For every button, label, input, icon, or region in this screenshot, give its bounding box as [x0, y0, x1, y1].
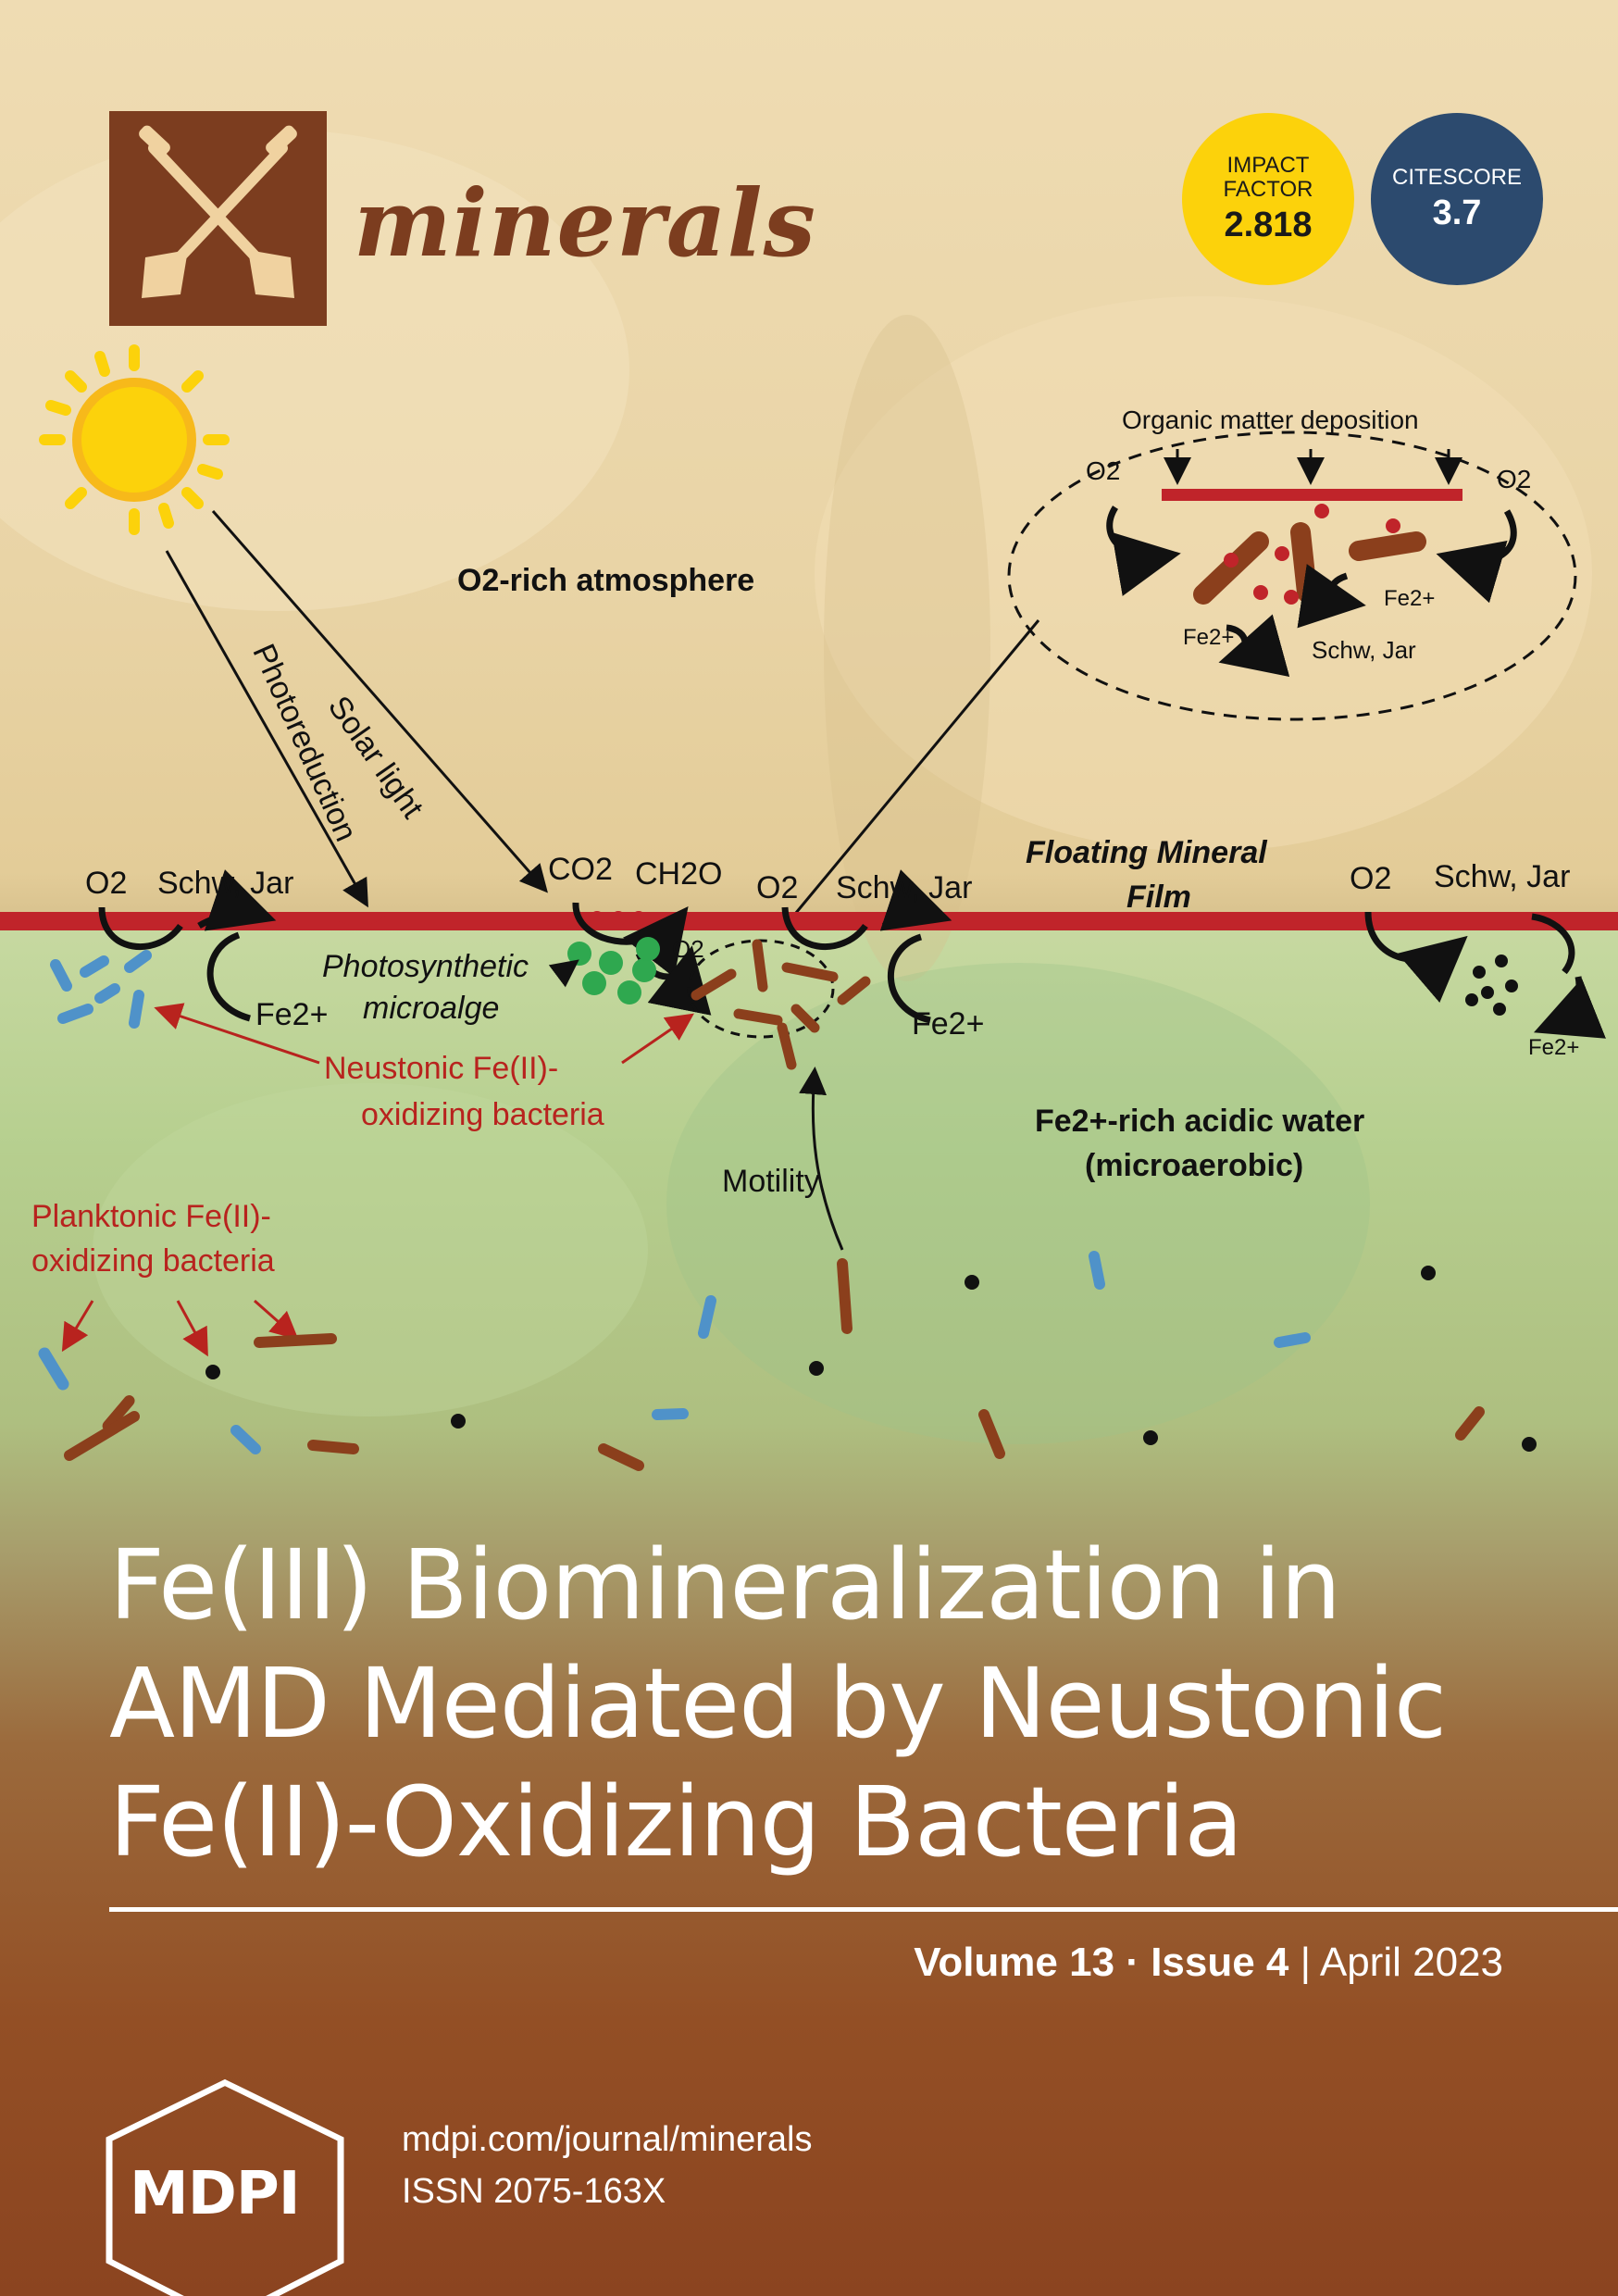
solar-light-arrow	[211, 510, 548, 893]
citescore-label: CITESCORE	[1391, 164, 1522, 190]
inset-film-bar	[1162, 449, 1462, 501]
inset-fe-right-label: Fe2+	[1384, 586, 1436, 611]
neustonic-arrow-right	[621, 1013, 694, 1065]
inset-cycle-arrows	[1106, 505, 1517, 677]
planktonic-bacteria	[38, 1251, 1485, 1471]
photoreduction-arrow	[165, 550, 368, 908]
issue-line: Volume 13 · Issue 4 | April 2023	[914, 1940, 1503, 1985]
ch2o-label: CH2O	[635, 856, 723, 892]
right-dark-particles	[1465, 955, 1518, 1016]
water-label-1: Fe2+-rich acidic water	[1035, 1104, 1365, 1139]
left-o2-arrow	[98, 906, 183, 950]
planktonic-label-2: oxidizing bacteria	[31, 1243, 275, 1279]
inset-mineral-particles	[1224, 504, 1400, 605]
journal-url[interactable]: mdpi.com/journal/minerals	[402, 2120, 813, 2159]
citescore-badge: CITESCORE 3.7	[1371, 113, 1543, 285]
mid-fe-label: Fe2+	[912, 1006, 985, 1042]
floating-film-label-1: Floating Mineral	[1026, 835, 1267, 870]
inset-connector-line	[785, 619, 1040, 925]
impact-factor-value: 2.818	[1224, 205, 1313, 244]
left-o2-label: O2	[85, 866, 128, 901]
neustonic-label-2: oxidizing bacteria	[361, 1097, 604, 1132]
right-fe-arrow	[1534, 976, 1606, 1039]
right-o2-label: O2	[1350, 861, 1392, 896]
citescore-value: 3.7	[1432, 193, 1482, 232]
motility-arrow	[799, 1067, 844, 1251]
title-line-1: Fe(III) Biomineralization in	[109, 1529, 1341, 1641]
neustonic-cluster-ellipse	[687, 939, 835, 1039]
sun-icon	[39, 344, 230, 535]
surface-mineral-particles	[590, 911, 646, 926]
planktonic-arrow-1	[61, 1300, 94, 1353]
title-divider	[109, 1907, 1618, 1912]
mid-schw-label: Schw, Jar	[836, 870, 973, 905]
mdpi-logo: MDPI	[130, 2160, 301, 2228]
right-fe-label: Fe2+	[1528, 1035, 1580, 1060]
neustonic-label-1: Neustonic Fe(II)-	[324, 1051, 559, 1086]
crossed-shovels-icon	[139, 125, 297, 298]
atmosphere-label: O2-rich atmosphere	[457, 563, 755, 598]
issn: ISSN 2075-163X	[402, 2172, 666, 2211]
right-schw-arrow	[1531, 913, 1575, 975]
planktonic-particles	[205, 1266, 1537, 1452]
organic-matter-label: Organic matter deposition	[1122, 406, 1419, 434]
mdpi-hexagon	[106, 2078, 344, 2296]
left-fe-label: Fe2+	[255, 997, 329, 1032]
left-blue-bacteria	[50, 950, 152, 1029]
inset-o2-right-label: O2	[1497, 465, 1532, 493]
volume-label: Volume 13	[914, 1940, 1115, 1985]
left-schw-arrow	[197, 869, 277, 931]
neustonic-arrow-left	[154, 1003, 320, 1065]
mid-schw-arrow	[879, 869, 952, 931]
floating-film-label-2: Film	[1126, 880, 1191, 915]
planktonic-arrow-3	[254, 1299, 299, 1340]
floating-mineral-film	[0, 912, 1618, 930]
impact-factor-label-2: FACTOR	[1223, 176, 1313, 202]
photosynthetic-label-1: Photosynthetic	[322, 949, 529, 984]
motility-label: Motility	[722, 1164, 820, 1199]
co2-label: CO2	[548, 852, 613, 887]
left-fe-arrow	[206, 931, 252, 1022]
left-schw-label: Schw, Jar	[157, 866, 294, 901]
inset-dashed-ellipse	[1007, 430, 1577, 721]
microalgae-o2-label: O2	[672, 935, 704, 963]
photosynthetic-label-2: microalge	[363, 991, 500, 1026]
inset-fe-left-label: Fe2+	[1183, 625, 1235, 650]
planktonic-arrow-2	[176, 1300, 208, 1357]
co2-arrow	[572, 902, 689, 978]
microalgae-cells	[567, 937, 660, 1004]
co2-label-arrow	[548, 959, 579, 988]
inset-o2-left-label: O2	[1086, 456, 1121, 485]
mid-fe-arrow	[887, 933, 931, 1024]
right-o2-arrow	[1364, 911, 1468, 1003]
article-title: Fe(III) Biomineralization in AMD Mediate…	[109, 1526, 1553, 1881]
mid-o2-arrow	[781, 906, 868, 950]
title-line-3: Fe(II)-Oxidizing Bacteria	[109, 1766, 1243, 1878]
impact-factor-badge: IMPACT FACTOR 2.818	[1182, 113, 1354, 285]
date-label: April 2023	[1319, 1940, 1503, 1985]
journal-name: minerals	[354, 168, 816, 278]
mid-o2-label: O2	[756, 870, 799, 905]
journal-logo	[109, 111, 327, 326]
issue-label: Issue 4	[1151, 1940, 1289, 1985]
right-schw-label: Schw, Jar	[1434, 859, 1571, 894]
water-label-2: (microaerobic)	[1085, 1148, 1304, 1183]
planktonic-label-1: Planktonic Fe(II)-	[31, 1199, 271, 1234]
neustonic-bacteria	[691, 939, 871, 1070]
impact-factor-label-1: IMPACT	[1226, 152, 1310, 178]
title-line-2: AMD Mediated by Neustonic	[109, 1647, 1447, 1760]
inset-schw-label: Schw, Jar	[1312, 636, 1416, 664]
